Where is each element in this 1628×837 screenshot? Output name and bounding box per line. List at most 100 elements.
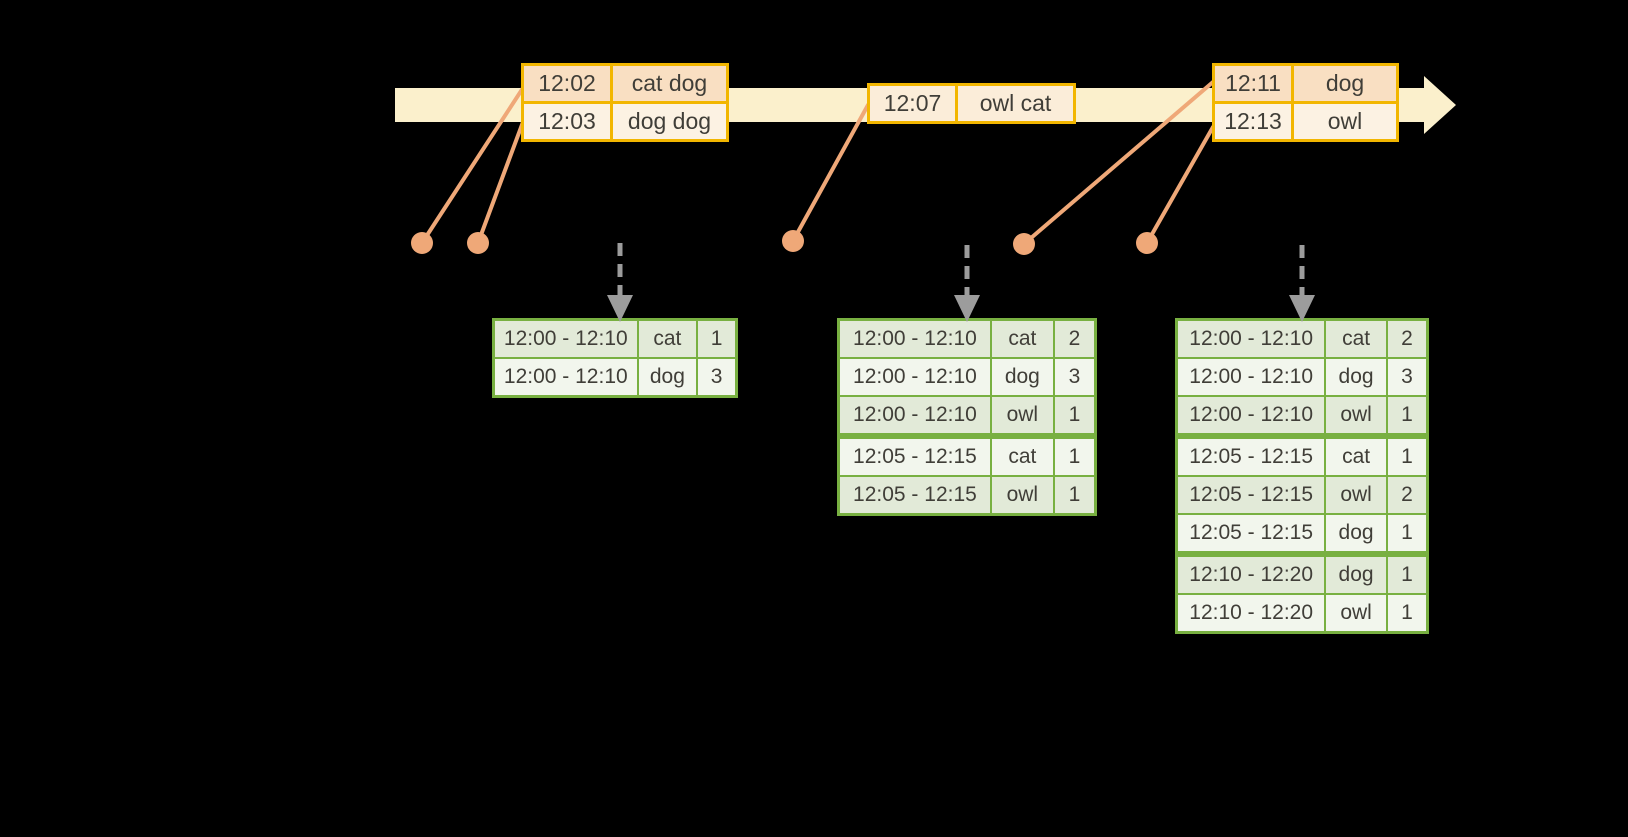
- event-words-cell: dog: [1325, 70, 1365, 96]
- event-marker-line: [1145, 125, 1215, 245]
- result-word-cell: owl: [1324, 397, 1388, 433]
- result-window-cell: 12:00 - 12:10: [853, 365, 977, 388]
- result-word-cell: dog: [1324, 359, 1388, 395]
- result-table: 12:00 - 12:10 cat 1 12:00 - 12:10 dog 3: [492, 318, 738, 398]
- result-window-cell: 12:05 - 12:15: [1189, 445, 1314, 468]
- result-row: 12:00 - 12:10 owl 1: [840, 395, 1094, 433]
- result-window-cell: 12:00 - 12:10: [1189, 365, 1314, 388]
- result-window-cell: 12:00 - 12:10: [1189, 327, 1314, 350]
- result-count-cell: 1: [1401, 601, 1413, 624]
- result-row: 12:10 - 12:20 owl 1: [1178, 593, 1426, 631]
- result-row: 12:00 - 12:10 dog 3: [495, 357, 735, 395]
- result-window-cell: 12:05 - 12:15: [1189, 521, 1314, 544]
- result-row: 12:05 - 12:15 cat 1: [1178, 439, 1426, 475]
- result-word-cell: owl: [989, 397, 1055, 433]
- result-window-cell: 12:05 - 12:15: [1189, 483, 1314, 506]
- result-row: 12:05 - 12:15 owl 1: [840, 475, 1094, 513]
- result-word-cell: cat: [1324, 321, 1388, 357]
- result-row: 12:00 - 12:10 dog 3: [1178, 357, 1426, 395]
- trigger-arrowhead-icon: [1289, 295, 1315, 322]
- result-word-cell: owl: [989, 477, 1055, 513]
- result-word-cell: cat: [636, 321, 699, 357]
- result-count-cell: 1: [1401, 521, 1413, 544]
- result-row: 12:05 - 12:15 cat 1: [840, 439, 1094, 475]
- result-row: 12:00 - 12:10 cat 1: [495, 321, 735, 357]
- event-row: 12:07 owl cat: [870, 86, 1073, 121]
- result-count-cell: 3: [1401, 365, 1413, 388]
- result-window-cell: 12:00 - 12:10: [1189, 403, 1314, 426]
- event-table: 12:07 owl cat: [867, 83, 1076, 124]
- event-row: 12:03 dog dog: [524, 101, 726, 139]
- result-window-cell: 12:05 - 12:15: [853, 483, 977, 506]
- event-time-cell: 12:07: [870, 86, 958, 121]
- event-marker-line: [476, 120, 525, 245]
- result-count-cell: 2: [1401, 327, 1413, 350]
- result-row: 12:00 - 12:10 cat 2: [1178, 321, 1426, 357]
- result-word-cell: cat: [989, 439, 1055, 475]
- result-window-cell: 12:10 - 12:20: [1189, 601, 1314, 624]
- result-row: 12:00 - 12:10 cat 2: [840, 321, 1094, 357]
- result-count-cell: 3: [1068, 365, 1081, 388]
- trigger-arrowhead-icon: [607, 295, 633, 322]
- event-time-cell: 12:11: [1215, 66, 1294, 101]
- event-table: 12:11 dog 12:13 owl: [1212, 63, 1399, 142]
- result-word-cell: dog: [636, 359, 699, 395]
- result-count-cell: 1: [710, 327, 723, 350]
- result-count-cell: 3: [710, 365, 723, 388]
- event-dot-icon: [1136, 232, 1158, 254]
- result-window-group: 12:05 - 12:15 cat 1 12:05 - 12:15 owl 1: [837, 436, 1097, 516]
- result-count-cell: 1: [1068, 445, 1081, 468]
- event-marker-line: [791, 103, 870, 243]
- event-table: 12:02 cat dog 12:03 dog dog: [521, 63, 729, 142]
- result-row: 12:05 - 12:15 dog 1: [1178, 513, 1426, 551]
- result-count-cell: 1: [1401, 563, 1413, 586]
- result-count-cell: 2: [1401, 483, 1413, 506]
- event-marker-line: [1022, 80, 1215, 246]
- result-window-cell: 12:00 - 12:10: [503, 365, 628, 388]
- result-word-cell: cat: [1324, 439, 1388, 475]
- result-count-cell: 1: [1068, 483, 1081, 506]
- event-row: 12:13 owl: [1215, 101, 1396, 139]
- event-time-cell: 12:13: [1215, 104, 1294, 139]
- event-words-cell: owl: [1327, 108, 1363, 134]
- event-dot-icon: [467, 232, 489, 254]
- event-words-cell: dog dog: [627, 108, 712, 134]
- result-word-cell: dog: [1324, 515, 1388, 551]
- event-dot-icon: [1013, 233, 1035, 255]
- result-window-group: 12:00 - 12:10 cat 1 12:00 - 12:10 dog 3: [492, 318, 738, 398]
- result-count-cell: 1: [1401, 445, 1413, 468]
- result-window-cell: 12:00 - 12:10: [503, 327, 628, 350]
- result-word-cell: dog: [989, 359, 1055, 395]
- result-count-cell: 2: [1068, 327, 1081, 350]
- result-row: 12:00 - 12:10 dog 3: [840, 357, 1094, 395]
- result-window-cell: 12:00 - 12:10: [853, 403, 977, 426]
- event-words-cell: owl cat: [979, 90, 1052, 116]
- result-window-cell: 12:10 - 12:20: [1189, 563, 1314, 586]
- event-dot-icon: [411, 232, 433, 254]
- event-time-cell: 12:03: [524, 104, 613, 139]
- event-dot-icon: [782, 230, 804, 252]
- result-count-cell: 1: [1068, 403, 1081, 426]
- result-word-cell: cat: [989, 321, 1055, 357]
- result-window-cell: 12:05 - 12:15: [853, 445, 977, 468]
- trigger-arrowhead-icon: [954, 295, 980, 322]
- event-marker-line: [420, 86, 525, 245]
- result-row: 12:05 - 12:15 owl 2: [1178, 475, 1426, 513]
- event-time-cell: 12:02: [524, 66, 613, 101]
- event-row: 12:02 cat dog: [524, 66, 726, 101]
- event-row: 12:11 dog: [1215, 66, 1396, 101]
- event-words-cell: cat dog: [631, 70, 708, 96]
- result-window-cell: 12:00 - 12:10: [853, 327, 977, 350]
- result-word-cell: owl: [1324, 477, 1388, 513]
- result-word-cell: owl: [1324, 595, 1388, 631]
